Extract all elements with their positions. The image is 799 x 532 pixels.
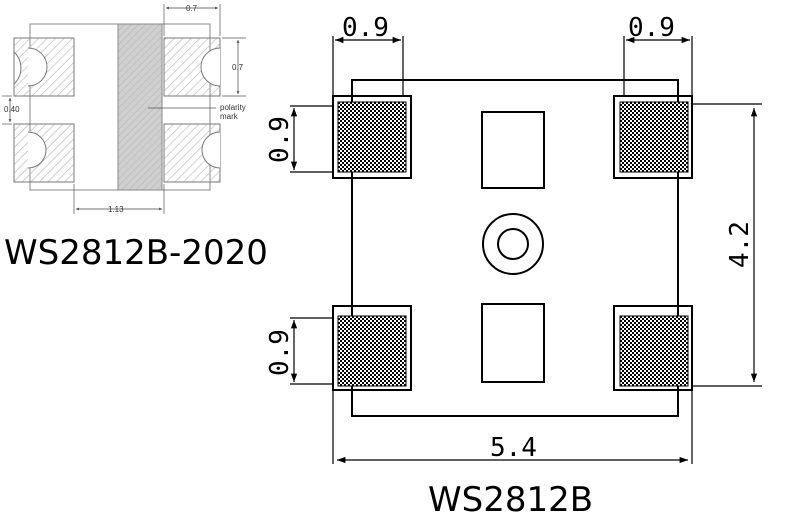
- large-dim-top-left: 0.9: [342, 13, 389, 43]
- large-pad-top-left: [332, 95, 412, 179]
- small-pad-top-right: [163, 37, 221, 97]
- large-center-ring-outer: [482, 213, 544, 275]
- large-diagram-title: WS2812B: [428, 480, 593, 520]
- large-footprint: 0.9 0.9 0.9 0.9 4.2 5.4 WS2812B: [265, 13, 762, 520]
- small-polarity-label-2: mark: [220, 112, 239, 121]
- small-pad-bottom-left: [13, 123, 75, 183]
- small-dim-gap: 0.40: [4, 105, 20, 114]
- large-package-body: [351, 79, 679, 417]
- small-dim-pad-height: 0.7: [232, 63, 244, 72]
- large-pad-top-right: [613, 95, 693, 179]
- small-pad-bottom-right: [163, 123, 221, 183]
- small-dim-span: 1.13: [108, 205, 124, 214]
- large-center-window-bottom: [481, 303, 545, 383]
- large-center-window-top: [481, 111, 545, 189]
- small-dim-pad-width: 0.7: [186, 4, 198, 13]
- small-diagram-title: WS2812B-2020: [4, 233, 268, 273]
- large-dim-top-right: 0.9: [628, 13, 675, 43]
- small-pad-top-left: [13, 37, 75, 97]
- large-pad-bottom-right: [613, 305, 693, 391]
- large-dim-left-upper: 0.9: [265, 116, 295, 163]
- large-dim-height: 4.2: [725, 221, 755, 268]
- large-pad-bottom-left: [332, 305, 412, 391]
- large-dim-width: 5.4: [490, 433, 537, 463]
- small-footprint: 0.7 0.7 0.40 1.13 polarity mark WS2812B-…: [2, 4, 268, 273]
- large-dim-left-lower: 0.9: [265, 329, 295, 376]
- small-center-bar: [117, 23, 163, 191]
- small-polarity-label-1: polarity: [220, 103, 246, 112]
- large-center-ring-inner: [497, 228, 529, 260]
